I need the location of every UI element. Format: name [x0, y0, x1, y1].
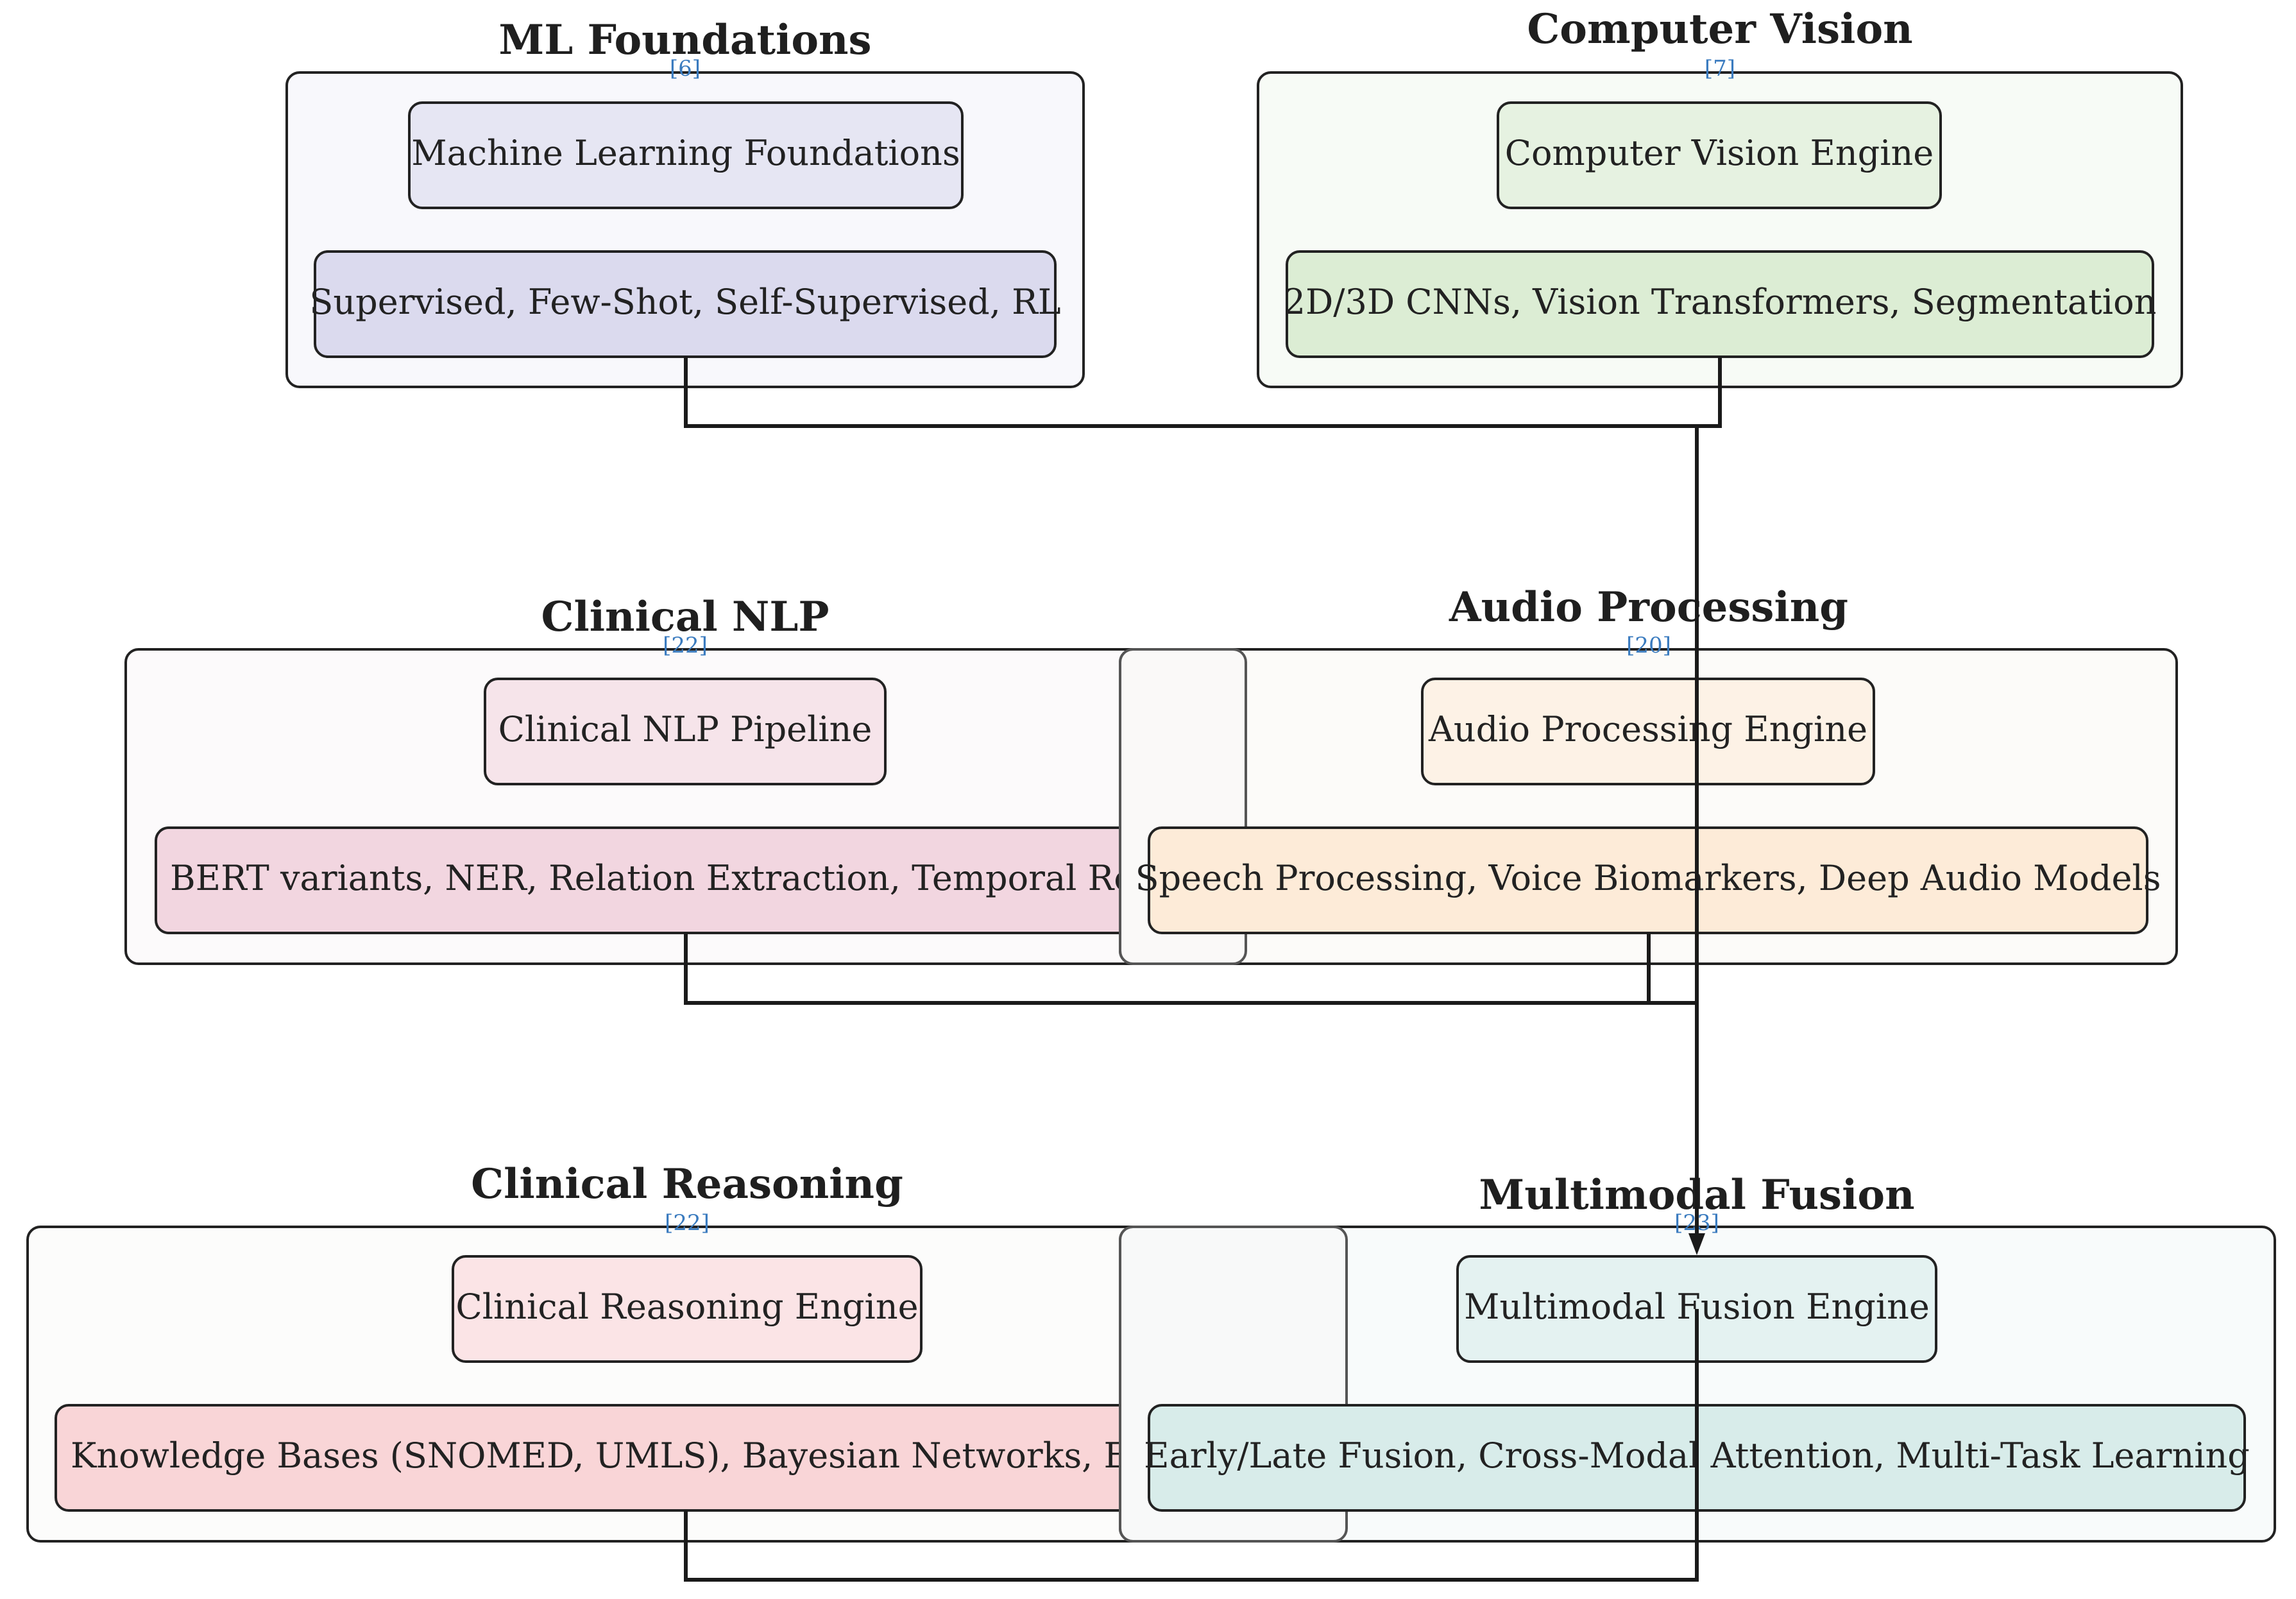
reason-title-node: Clinical Reasoning Engine: [452, 1255, 923, 1363]
cv-title-node-label: Computer Vision Engine: [1505, 133, 1934, 173]
group-ml-foundations: ML Foundations [6] Machine Learning Foun…: [285, 16, 1085, 388]
group-clinical-reasoning: Clinical Reasoning [22] Clinical Reasoni…: [26, 1160, 1360, 1543]
nlp-detail-node: BERT variants, NER, Relation Extraction,…: [155, 826, 1305, 934]
audio-detail-node: Speech Processing, Voice Biomarkers, Dee…: [1135, 826, 2161, 934]
ml-title-node: Machine Learning Foundations: [408, 101, 964, 209]
ml-detail-node: Supervised, Few-Shot, Self-Supervised, R…: [309, 250, 1061, 358]
reason-title-node-label: Clinical Reasoning Engine: [455, 1287, 918, 1327]
cv-citation: [7]: [1705, 56, 1735, 81]
cv-detail-node: 2D/3D CNNs, Vision Transformers, Segment…: [1284, 250, 2157, 358]
ml-title-node-label: Machine Learning Foundations: [411, 133, 960, 173]
nlp-title-node: Clinical NLP Pipeline: [484, 678, 887, 785]
ml-detail-node-label: Supervised, Few-Shot, Self-Supervised, R…: [309, 282, 1060, 322]
nlp-citation: [22]: [663, 633, 708, 658]
edge-nlp-to-fusion: [684, 933, 1697, 1005]
reason-detail-node-label: Knowledge Bases (SNOMED, UMLS), Bayesian…: [71, 1435, 1360, 1476]
ml-group-title: ML Foundations: [498, 16, 871, 64]
edge-cv-to-fusion: [1697, 357, 1722, 428]
ml-citation: [6]: [670, 56, 701, 81]
cv-title-node-box: [1497, 101, 1942, 209]
audio-title-node: Audio Processing Engine: [1421, 678, 1875, 785]
cv-group-title: Computer Vision: [1527, 5, 1912, 53]
group-computer-vision: Computer Vision [7] Computer Vision Engi…: [1257, 5, 2183, 388]
nlp-detail-node-label: BERT variants, NER, Relation Extraction,…: [170, 858, 1271, 898]
audio-title-node-label: Audio Processing Engine: [1428, 709, 1867, 749]
arrowhead-fusion: [1688, 1233, 1705, 1255]
connector-edges: [684, 357, 1722, 1582]
audio-title-node-box: [1421, 678, 1875, 785]
reason-title-node-box: [452, 1255, 923, 1363]
edge-audio-to-fusion: [1647, 933, 1697, 1005]
group-clinical-nlp: Clinical NLP [22] Clinical NLP Pipeline …: [124, 593, 1305, 965]
cv-title-node: Computer Vision Engine: [1497, 101, 1942, 209]
audio-detail-node-label: Speech Processing, Voice Biomarkers, Dee…: [1135, 858, 2161, 898]
edge-reason-to-fusion: [684, 1309, 1699, 1582]
audio-group-title: Audio Processing: [1449, 583, 1848, 631]
audio-citation: [20]: [1626, 633, 1671, 658]
cv-detail-node-label: 2D/3D CNNs, Vision Transformers, Segment…: [1284, 282, 2157, 322]
nlp-group-title: Clinical NLP: [541, 593, 829, 641]
ml-title-node-box: [408, 101, 964, 209]
group-audio-processing: Audio Processing [20] Audio Processing E…: [1119, 583, 2178, 965]
nlp-title-node-label: Clinical NLP Pipeline: [498, 709, 872, 749]
edge-ml-to-fusion: [684, 357, 1699, 1250]
reason-citation: [22]: [665, 1210, 710, 1236]
nlp-title-node-box: [484, 678, 887, 785]
reason-group-title: Clinical Reasoning: [471, 1160, 903, 1208]
reason-detail-node: Knowledge Bases (SNOMED, UMLS), Bayesian…: [55, 1404, 1360, 1512]
